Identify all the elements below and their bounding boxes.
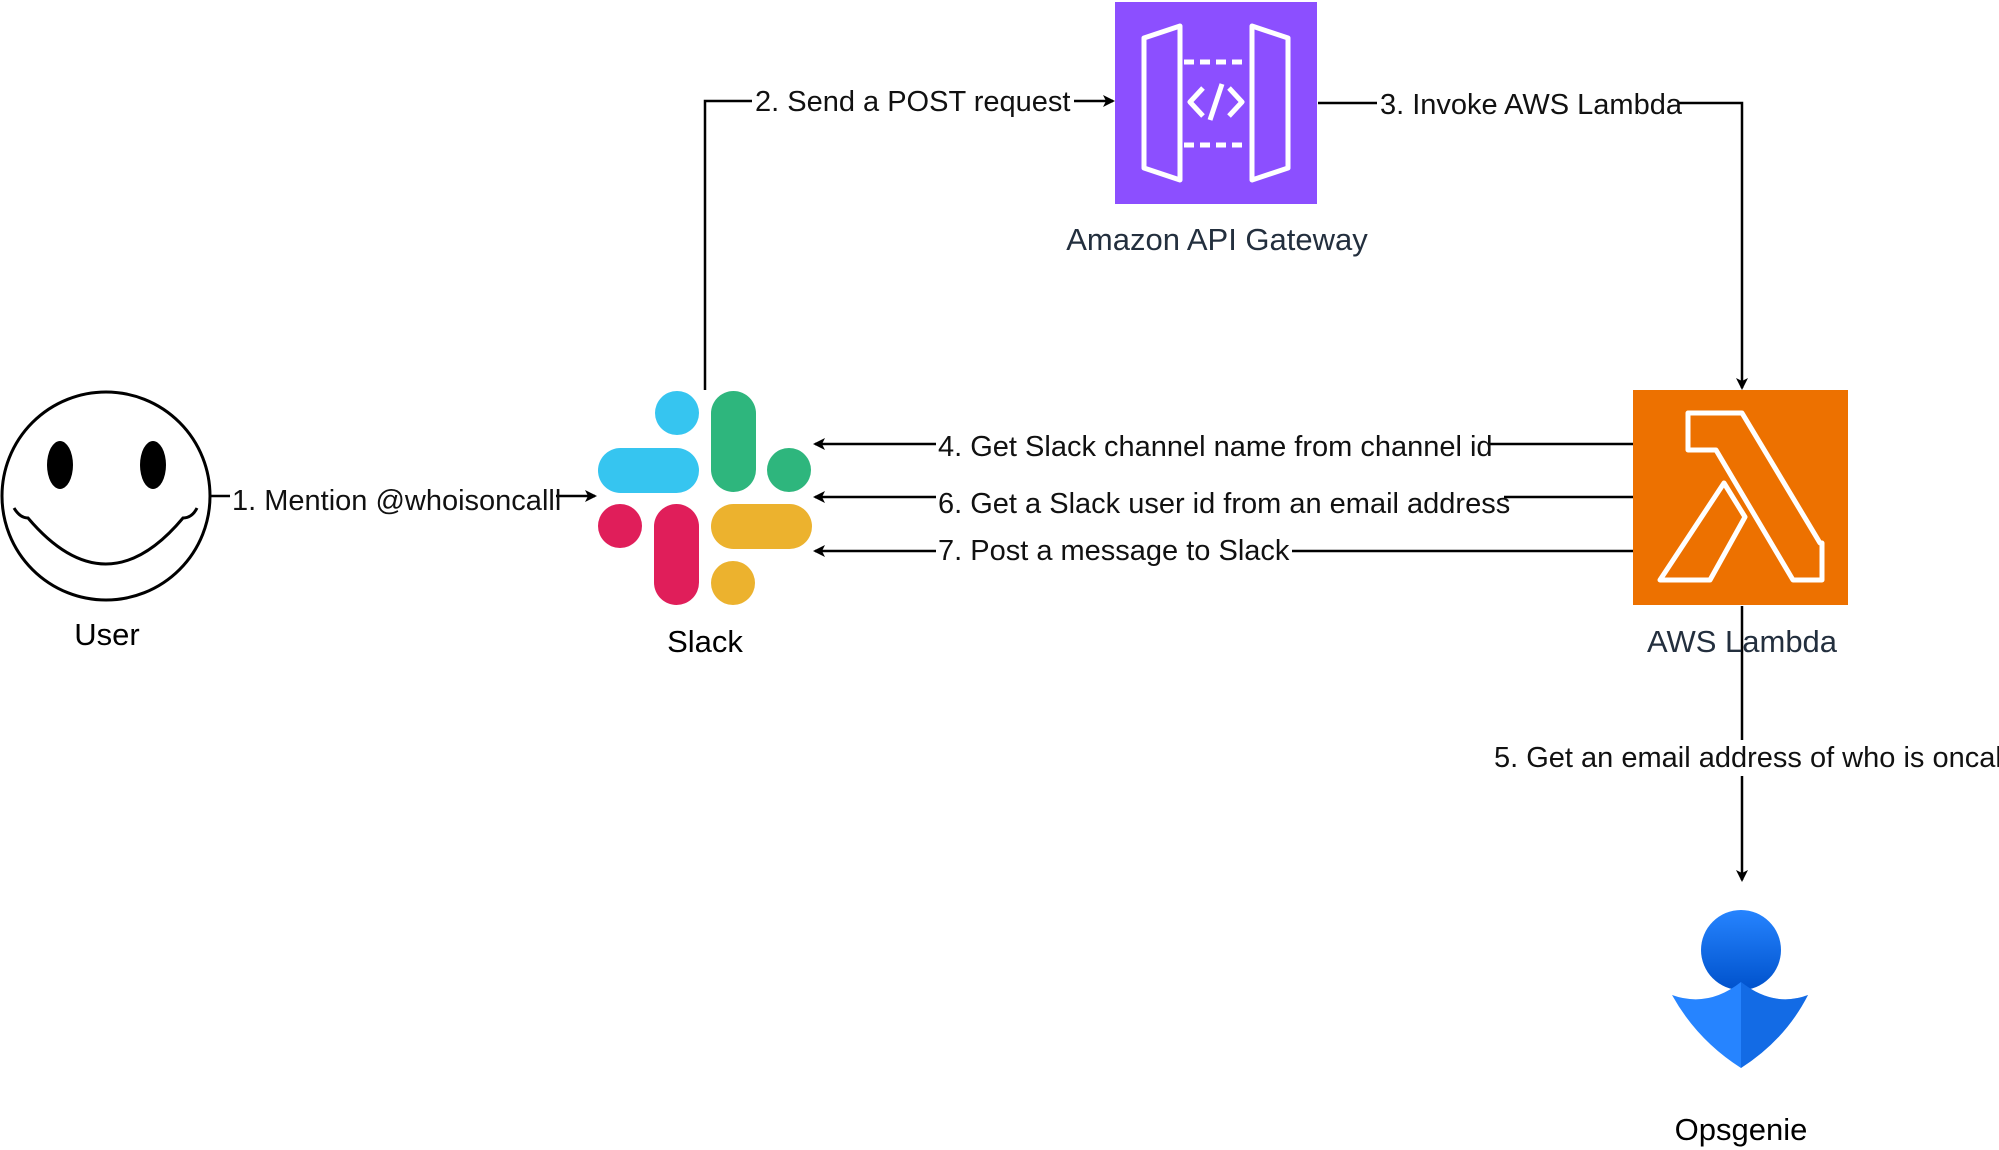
edge-step6-label-bg	[936, 481, 1504, 517]
edge-step3-label: 3. Invoke AWS Lambda	[1380, 89, 1683, 121]
api-gateway-icon	[1141, 23, 1291, 183]
edge-step7-label-bg	[936, 532, 1292, 568]
edge-step3-label-bg	[1377, 86, 1679, 122]
edge-step2-label-bg	[752, 84, 1074, 120]
edge-step2-line	[703, 95, 1115, 390]
user-node: User	[0, 390, 212, 652]
user-label: User	[74, 617, 139, 652]
edge-step6-label: 6. Get a Slack user id from an email add…	[938, 488, 1510, 520]
opsgenie-logo-icon	[1672, 910, 1808, 1068]
api-gateway-node: Amazon API Gateway	[1066, 2, 1368, 257]
edge-step5-label: 5. Get an email address of who is oncall	[1494, 742, 1999, 774]
edge-step7-label: 7. Post a message to Slack	[938, 535, 1290, 567]
opsgenie-node: Opsgenie	[1672, 910, 1808, 1147]
lambda-node: AWS Lambda	[1633, 390, 1848, 659]
edge-step2-label: 2. Send a POST request	[755, 86, 1070, 118]
edge-step4-label: 4. Get Slack channel name from channel i…	[938, 431, 1493, 463]
lambda-icon	[1657, 410, 1825, 583]
api-gateway-label: Amazon API Gateway	[1066, 222, 1368, 257]
edge-step1-label-bg	[230, 480, 556, 516]
slack-logo-icon	[598, 391, 812, 605]
lambda-label: AWS Lambda	[1647, 624, 1838, 659]
opsgenie-label: Opsgenie	[1675, 1112, 1808, 1147]
edge-step5-label-bg	[1492, 740, 1999, 776]
slack-node: Slack	[598, 391, 812, 659]
slack-label: Slack	[667, 624, 743, 659]
edge-step3-line	[1318, 101, 1748, 390]
edge-step4-label-bg	[936, 428, 1489, 464]
edge-step1-label: 1. Mention @whoisoncalll	[232, 485, 561, 517]
edge-labels: 1. Mention @whoisoncalll 2. Send a POST …	[230, 84, 1999, 776]
smiley-face-icon	[0, 390, 212, 602]
